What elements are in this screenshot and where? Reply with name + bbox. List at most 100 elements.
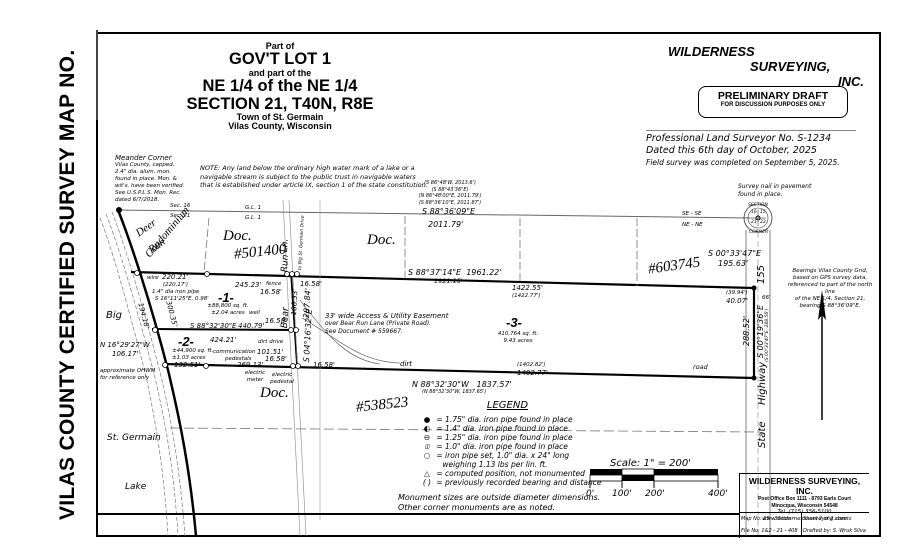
ohwm-note: NOTE: Any land below the ordinary high w… (200, 164, 428, 190)
pipe-tie: S 16°11'25"E, 0.98' (155, 296, 209, 302)
title-line-5: SECTION 21, T40N, R8E (186, 94, 374, 113)
legend-item: ◐ = 1.4" dia. iron pipe found in place (420, 424, 595, 433)
record-line: (S 88°43'36"E) (431, 186, 469, 193)
note-line: Monument sizes are outside diameter dime… (398, 493, 601, 502)
note-line: found in place. Mon. & (115, 176, 177, 182)
company-header: WILDERNESS SURVEYING, INC. (668, 44, 886, 89)
note-line: found in place. (738, 191, 783, 198)
dim-lot1-south-bearing: S 88°32'30"E (190, 322, 237, 330)
ohwm-approx-note: approximate OHWM for reference only (100, 368, 155, 382)
company-web: www.wildernesssurveying.com (762, 515, 847, 522)
title-block: Part of GOV'T LOT 1 and part of the NE 1… (180, 41, 380, 132)
north-line-bearing: S 88°36'09"E (422, 207, 476, 216)
legend-text: = 1.0" dia. iron pipe found in place (436, 442, 568, 451)
section-15: 15 (760, 210, 766, 215)
pipe-1-4-icon: ◐ (423, 424, 431, 433)
title-line-1: Part of (265, 41, 295, 51)
draft-stamp: PRELIMINARY DRAFT FOR DISCUSSION PURPOSE… (698, 86, 848, 118)
note-line: 33' wide Access & Utility Easement (325, 312, 449, 320)
legend-text: = 1.75" dia. iron pipe found in place (436, 415, 573, 424)
note-line: Vilas County, capped, (115, 162, 175, 168)
doc-label-3: Doc. (260, 385, 289, 401)
note-line: navigable stream is subject to the publi… (200, 172, 416, 181)
legend-item: weighing 1.13 lbs per lin. ft. (420, 460, 595, 469)
drafted-by: Drafted by: S. Wruk Silva (803, 528, 866, 534)
section-21: 21 (751, 220, 757, 225)
section-corner-top: SECTION (748, 203, 768, 208)
scale-tick-200: 200' (645, 489, 665, 499)
label-communication: communication pedestals (213, 349, 256, 363)
gl1-top-label: G.L. 1 (245, 205, 262, 211)
dim-lot3-south-rec: (1402.82') (517, 362, 546, 368)
pipe-1-75-icon: ● (423, 415, 431, 424)
bearing-text: S 88°37'14"E (408, 268, 462, 277)
hwy-number: 155 (756, 264, 767, 284)
draft-subtitle: FOR DISCUSSION PURPOSES ONLY (720, 102, 826, 108)
dim-16-58-e: 16.58' (313, 361, 335, 369)
note-line: wit's. have been verified. (115, 183, 185, 189)
area-acres: 9.43 acres (503, 338, 533, 344)
dim-lot1-south-dist: 440.79' (238, 322, 265, 330)
note-line: approximate OHWM (100, 368, 156, 374)
title-line-6: Town of St. Germain (236, 111, 324, 122)
dim-bear-run-total: 287.84' (302, 287, 313, 319)
note-line: Other corner monuments are as noted. (398, 503, 556, 512)
legend-item: ● = 1.75" dia. iron pipe found in place (420, 415, 595, 424)
pedestals-text: pedestals (225, 356, 252, 362)
note-line: 2.4" dia. alum. mon. (115, 169, 172, 175)
note-line: See U.S.P.L.S. Mon. Rec. (115, 190, 182, 196)
label-ln: Ln. (280, 238, 291, 253)
dirt-text: dirt (258, 339, 268, 345)
area-sqft: ±88,800 sq. ft. (207, 303, 249, 309)
label-bear: Bear (280, 307, 292, 329)
sheet-number: Sheet 2 of 2 sheets (803, 516, 852, 522)
note-line: NOTE: Any land below the ordinary high w… (200, 164, 415, 172)
title-line-2: GOV'T LOT 1 (228, 50, 331, 69)
dim-hwy-width: 66' (762, 295, 771, 301)
draft-title: PRELIMINARY DRAFT (717, 90, 829, 102)
north-line-records: (S 86°48'W, 2013.6') (S 88°43'36"E) (N 8… (405, 180, 495, 206)
nene-label: NE - NE (682, 222, 703, 228)
surveyor-dated: Dated this 6th day of October, 2025 (646, 145, 817, 156)
dim-east-tie-dist: 195.63' (718, 259, 749, 268)
doc-label-1: Doc. (223, 228, 252, 244)
title-line-7: Vilas County, Wisconsin (228, 121, 332, 132)
company-line-1: WILDERNESS (668, 44, 755, 59)
dim-east-tie-bearing: S 00°33'47"E (708, 249, 762, 258)
record-parens-icon: ( ) (422, 478, 432, 487)
sec21-label: Sec. 21 (170, 213, 191, 219)
title-line-3: and part of the (248, 67, 312, 78)
note-line: bearing S 88°36'09"E. (799, 303, 861, 309)
legend-item: ⊖ = 1.25" dia. iron pipe found in place (420, 433, 595, 442)
section-corner-bottom: CORNER (749, 230, 769, 235)
record-line: (S 88°36'10"E, 2011.87') (418, 199, 482, 206)
gl1-bottom-label: G.L. 1 (245, 215, 262, 221)
label-big: Big (106, 310, 122, 321)
note-line: for reference only (100, 375, 150, 381)
legend: LEGEND ● = 1.75" dia. iron pipe found in… (420, 400, 602, 487)
dim-west-dist: 106.17' (112, 350, 139, 358)
legend-item: ⦶ = 1.0" dia. iron pipe found in place (420, 442, 595, 451)
map-border (96, 32, 881, 537)
pipe-set-icon: ○ (423, 451, 431, 460)
dim-lot3-north-bearing: S 88°37'14"E 1961.22' (408, 268, 501, 277)
label-st-germain: St. Germain (107, 433, 161, 443)
title-line-4: NE 1/4 of the NE 1/4 (202, 77, 358, 96)
label-electric-pedestal: electric pedestal (270, 372, 294, 385)
surveyor-license: Professional Land Surveyor No. S-1234 (646, 133, 832, 144)
pipe-note: 1.4" dia iron pipe (152, 289, 200, 295)
note-line: referenced to part of the north line (787, 282, 873, 295)
dim-lot3-north-seg: 1422.55' (512, 284, 543, 292)
legend-items: ● = 1.75" dia. iron pipe found in place … (420, 415, 602, 487)
pipe-1-0-icon: ⦶ (424, 442, 430, 451)
scale-title: Scale: 1" = 200' (610, 458, 691, 469)
note-line: based on GPS survey data, (792, 275, 868, 281)
legend-item: ○ = iron pipe set, 1.0" dia. x 24" long (420, 451, 595, 460)
label-road: road (693, 363, 708, 371)
dim-east-small-rec: (39.94') (726, 290, 748, 296)
note-line: over Bear Run Lane (Private Road). (325, 320, 432, 327)
note-line: dated 6/7/2018. (115, 197, 160, 203)
company-line-2: SURVEYING, (750, 59, 831, 74)
note-line: See Document # 559667. (325, 328, 403, 335)
doc-label-2: Doc. (367, 232, 396, 248)
